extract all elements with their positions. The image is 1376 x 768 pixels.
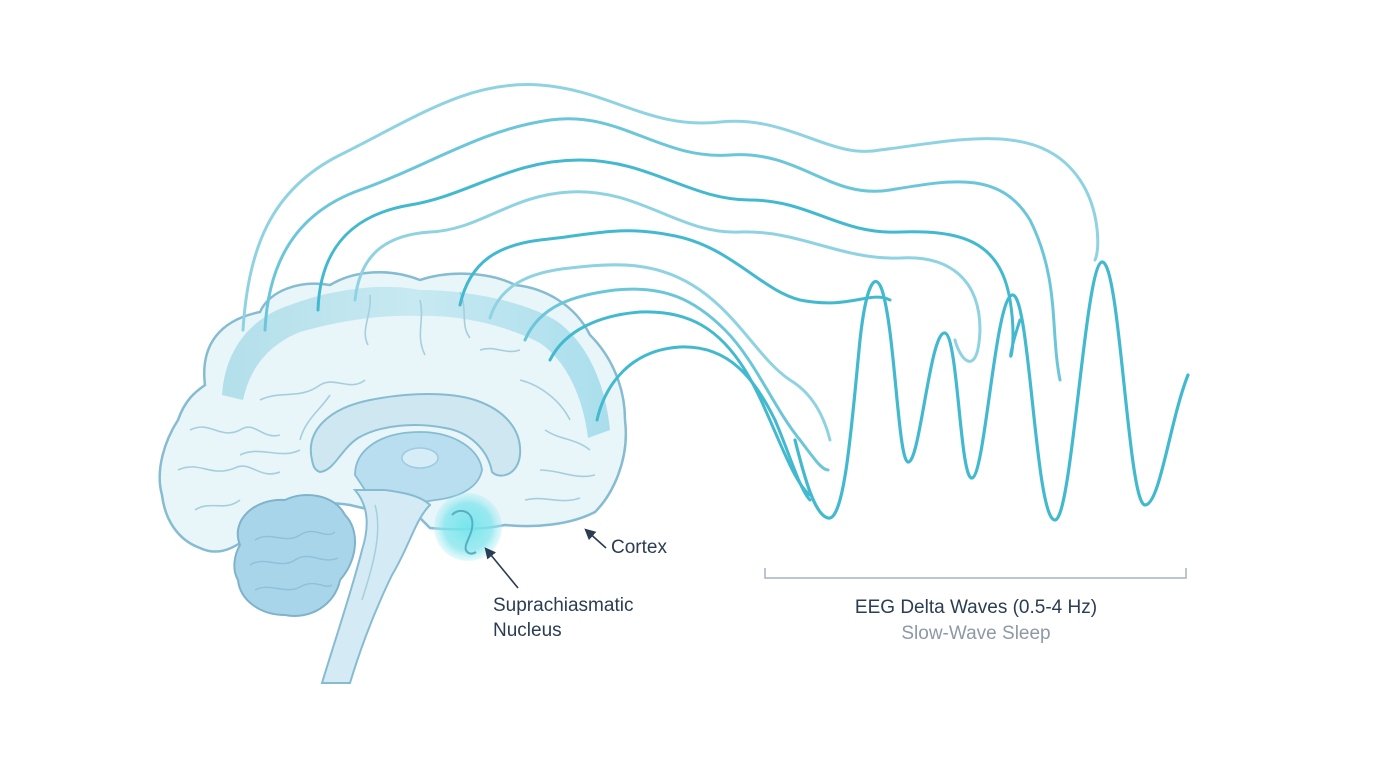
cortex-band — [222, 286, 610, 438]
wave-line-6 — [488, 263, 832, 442]
wave-line-7 — [523, 287, 830, 472]
cerebellum-folia — [249, 530, 339, 591]
scn-arrow-icon — [484, 547, 519, 589]
wave-line-1 — [241, 83, 1100, 332]
wave-line-4 — [353, 190, 982, 363]
eeg-delta-wave — [793, 260, 1190, 522]
cortex-arrow-icon — [584, 528, 607, 549]
eeg-title: EEG Delta Waves (0.5-4 Hz) — [854, 597, 1098, 618]
cerebellum — [233, 494, 357, 617]
corpus-callosum — [309, 393, 522, 477]
scn-glow — [434, 493, 502, 561]
eeg-subtitle: Slow-Wave Sleep — [901, 623, 1051, 644]
scn-label-line1: Suprachiasmatic — [493, 595, 634, 616]
brainstem — [320, 489, 432, 684]
wave-line-3 — [316, 158, 1022, 358]
wave-line-8 — [548, 310, 812, 497]
neural-wave-lines — [241, 83, 1190, 522]
scn-structure — [451, 509, 477, 555]
scn-label-line2: Nucleus — [493, 620, 562, 641]
wave-line-2 — [263, 117, 1062, 382]
scn-label: Suprachiasmatic Nucleus — [493, 593, 633, 643]
thalamus-nucleus — [401, 447, 439, 469]
wave-line-9 — [595, 345, 812, 502]
brain-illustration — [158, 271, 628, 684]
cortex-label: Cortex — [611, 537, 667, 558]
eeg-bracket — [764, 568, 1187, 579]
brainstem-inner — [361, 504, 379, 601]
wave-line-5 — [458, 229, 892, 307]
